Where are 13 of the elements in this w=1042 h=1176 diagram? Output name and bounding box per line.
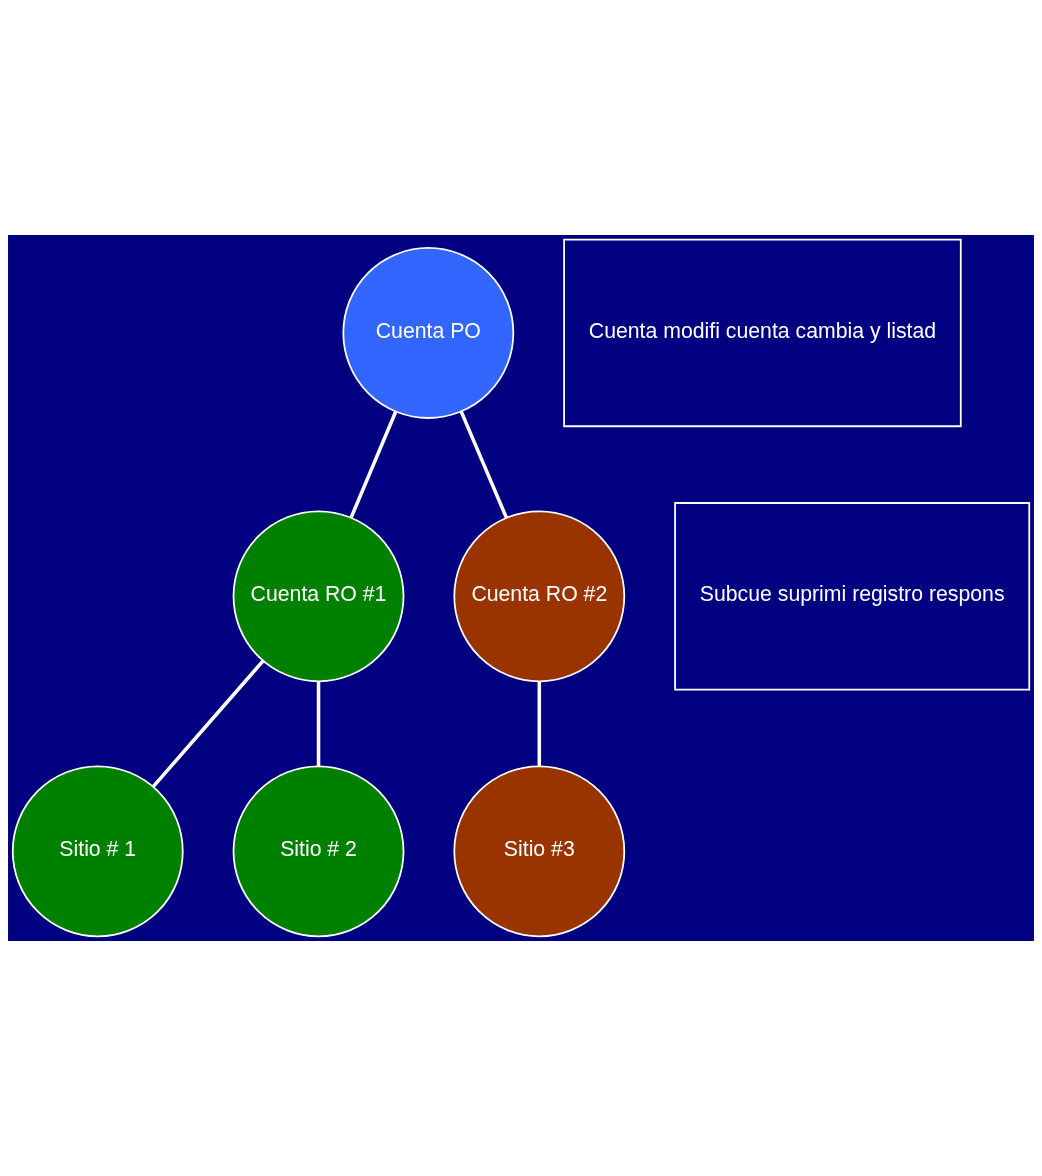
node-box: Cuenta modifi cuenta cambia y listad xyxy=(563,238,962,428)
node-circle: Sitio #3 xyxy=(453,765,626,938)
node-circle: Cuenta PO xyxy=(342,247,515,419)
node-box: Subcue suprimi registro respons xyxy=(674,502,1031,691)
connector xyxy=(316,681,321,766)
connector xyxy=(349,411,398,519)
node-circle: Cuenta RO #1 xyxy=(232,510,405,683)
connector xyxy=(537,681,542,766)
node-circle: Sitio # 1 xyxy=(11,765,184,938)
node-circle: Cuenta RO #2 xyxy=(453,510,626,683)
node-circle: Sitio # 2 xyxy=(232,765,405,938)
connector xyxy=(459,410,508,519)
connector xyxy=(151,659,265,788)
